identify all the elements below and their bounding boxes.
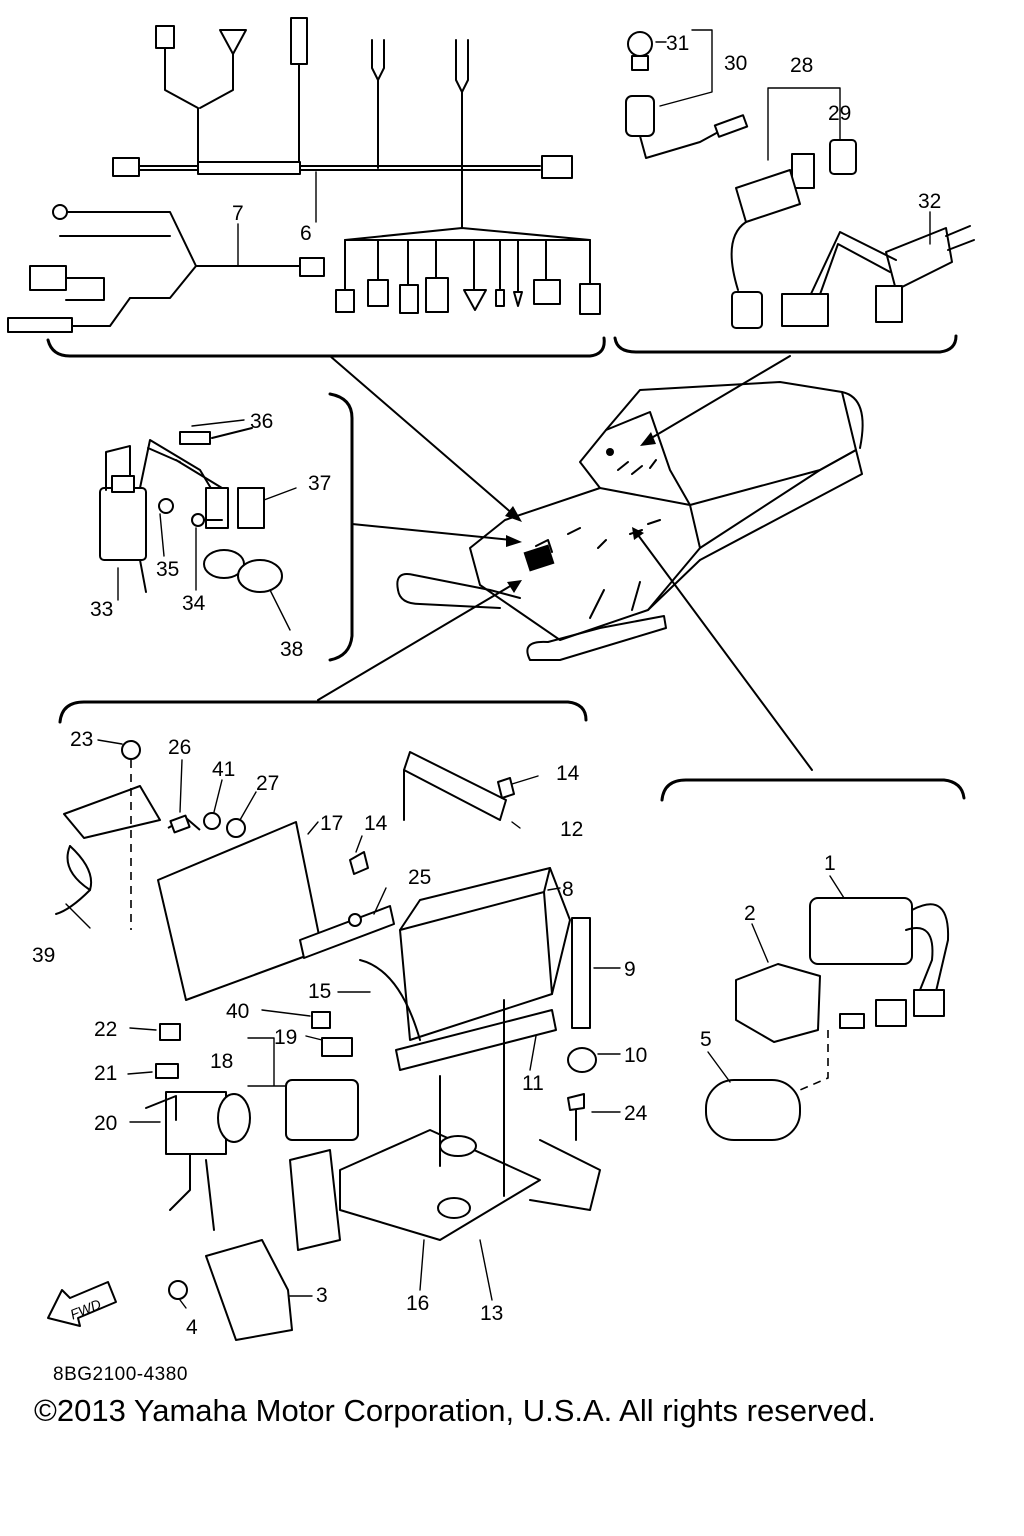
callout-8: 8 (562, 878, 574, 901)
callout-14b: 14 (364, 812, 388, 835)
pointer-lines (317, 355, 813, 771)
ignition-coil-group (99, 427, 283, 593)
callout-24: 24 (624, 1102, 648, 1125)
callout-16: 16 (406, 1292, 429, 1315)
callout-7: 7 (232, 202, 244, 225)
callout-37: 37 (308, 472, 331, 495)
callout-14a: 14 (556, 762, 580, 785)
callout-41: 41 (212, 758, 235, 781)
callout-2: 2 (744, 902, 756, 925)
callout-23: 23 (70, 728, 93, 751)
callout-32: 32 (918, 190, 941, 213)
callout-26: 26 (168, 736, 191, 759)
callout-12: 12 (560, 818, 583, 841)
callout-5: 5 (700, 1028, 712, 1051)
callout-17: 17 (320, 812, 343, 835)
switch-group (625, 31, 975, 329)
callout-34: 34 (182, 592, 206, 615)
callout-35: 35 (156, 558, 179, 581)
callout-13: 13 (480, 1302, 503, 1325)
callout-36: 36 (250, 410, 273, 433)
callout-21: 21 (94, 1062, 117, 1085)
cdi-unit-group (705, 897, 950, 1141)
callout-19: 19 (274, 1026, 297, 1049)
callout-10: 10 (624, 1044, 647, 1067)
callout-29: 29 (828, 102, 851, 125)
callout-20: 20 (94, 1112, 117, 1135)
callout-25: 25 (408, 866, 431, 889)
callout-9: 9 (624, 958, 636, 981)
leader-lines (65, 29, 931, 1309)
callout-4: 4 (186, 1316, 198, 1339)
callout-27: 27 (256, 772, 279, 795)
callout-33: 33 (90, 598, 113, 621)
callout-1: 1 (824, 852, 836, 875)
battery-bracket-group: FWD (47, 740, 601, 1341)
copyright-notice: ©2013 Yamaha Motor Corporation, U.S.A. A… (34, 1393, 876, 1428)
callout-39: 39 (32, 944, 55, 967)
callout-11: 11 (522, 1072, 544, 1095)
callout-38: 38 (280, 638, 303, 661)
section-frames (46, 334, 966, 802)
callout-3: 3 (316, 1284, 328, 1307)
callout-22: 22 (94, 1018, 117, 1041)
callout-31: 31 (666, 32, 689, 55)
callout-30: 30 (724, 52, 747, 75)
callout-15: 15 (308, 980, 331, 1003)
callout-28: 28 (790, 54, 813, 77)
callout-40: 40 (226, 1000, 249, 1023)
wire-harness-group (7, 17, 601, 333)
snowmobile-illustration (396, 381, 864, 661)
callout-6: 6 (300, 222, 312, 245)
callout-numbers: 1 2 3 4 5 6 7 8 9 10 11 12 13 14 14 15 1… (32, 32, 941, 1339)
diagram-code: 8BG2100-4380 (53, 1364, 188, 1385)
callout-18: 18 (210, 1050, 233, 1073)
